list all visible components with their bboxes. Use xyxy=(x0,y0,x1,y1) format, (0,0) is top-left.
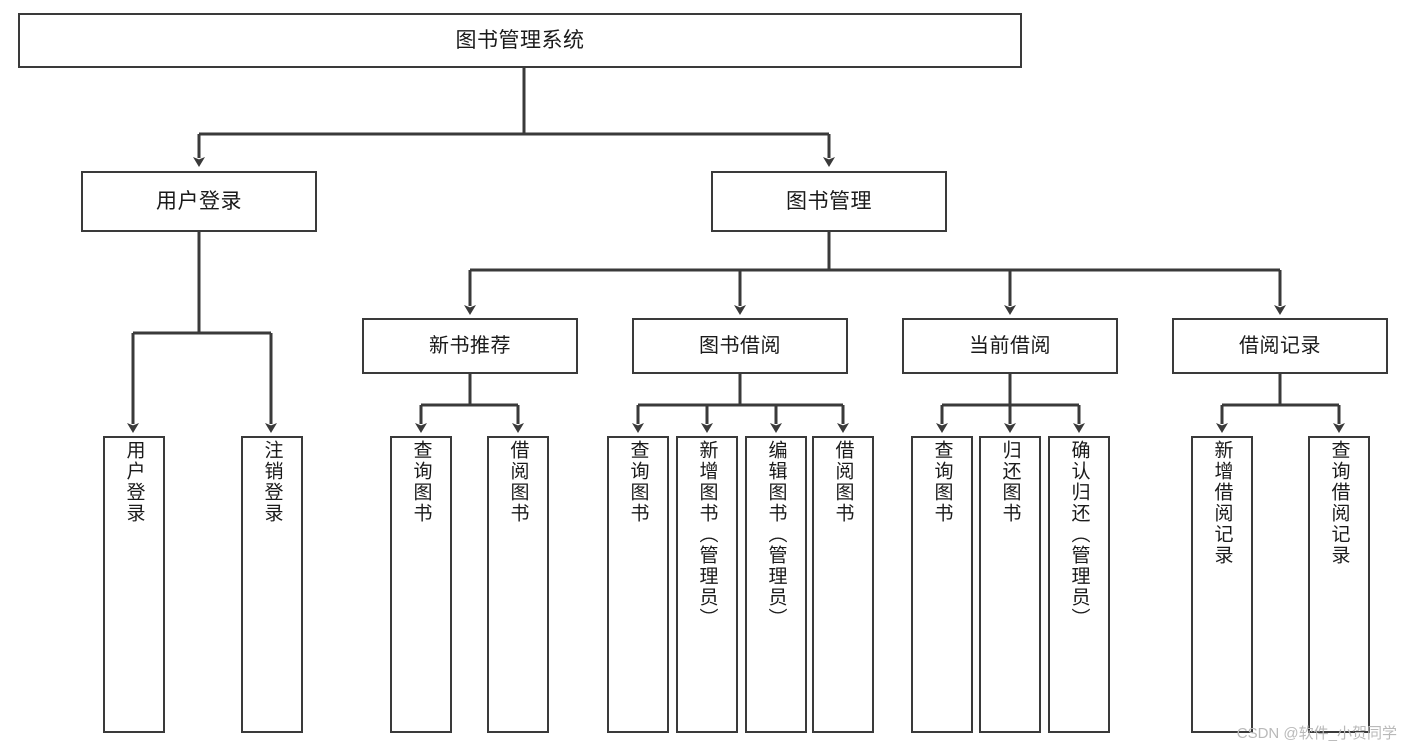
node-label: 图书管理系统 xyxy=(455,28,585,52)
node-label: 借阅图书 xyxy=(507,440,529,524)
node-label: 查询借阅记录 xyxy=(1328,440,1350,566)
node-label: 查询图书 xyxy=(410,440,432,524)
leaf-book-borrow-add-book-admin[interactable]: 新增图书（管理员） xyxy=(676,436,738,733)
node-root-book-management-system[interactable]: 图书管理系统 xyxy=(18,13,1022,68)
csdn-watermark: CSDN @软件_小贺同学 xyxy=(1236,725,1397,742)
leaf-borrow-record-add-record[interactable]: 新增借阅记录 xyxy=(1191,436,1253,733)
node-label: 图书管理 xyxy=(786,189,872,213)
leaf-new-book-query-book[interactable]: 查询图书 xyxy=(390,436,452,733)
node-label: 借阅记录 xyxy=(1239,334,1321,357)
node-label: 新增借阅记录 xyxy=(1211,440,1233,566)
node-label: 当前借阅 xyxy=(969,334,1051,357)
node-label: 新增图书（管理员） xyxy=(696,440,718,629)
leaf-current-borrow-return-book[interactable]: 归还图书 xyxy=(979,436,1041,733)
leaf-current-borrow-query-book[interactable]: 查询图书 xyxy=(911,436,973,733)
leaf-new-book-borrow-book[interactable]: 借阅图书 xyxy=(487,436,549,733)
node-new-book-recommend[interactable]: 新书推荐 xyxy=(362,318,578,374)
node-label: 查询图书 xyxy=(627,440,649,524)
node-label: 用户登录 xyxy=(123,440,145,524)
leaf-current-borrow-confirm-return-admin[interactable]: 确认归还（管理员） xyxy=(1048,436,1110,733)
node-label: 查询图书 xyxy=(931,440,953,524)
node-label: 编辑图书（管理员） xyxy=(765,440,787,629)
node-label: 注销登录 xyxy=(261,440,283,524)
leaf-book-borrow-query-book[interactable]: 查询图书 xyxy=(607,436,669,733)
node-label: 确认归还（管理员） xyxy=(1068,440,1090,629)
node-label: 用户登录 xyxy=(156,189,242,213)
node-label: 图书借阅 xyxy=(699,334,781,357)
leaf-borrow-record-query-record[interactable]: 查询借阅记录 xyxy=(1308,436,1370,733)
node-label: 新书推荐 xyxy=(429,334,511,357)
node-current-borrow[interactable]: 当前借阅 xyxy=(902,318,1118,374)
node-label: 借阅图书 xyxy=(832,440,854,524)
node-label: 归还图书 xyxy=(999,440,1021,524)
leaf-book-borrow-edit-book-admin[interactable]: 编辑图书（管理员） xyxy=(745,436,807,733)
node-book-borrow[interactable]: 图书借阅 xyxy=(632,318,848,374)
node-user-login[interactable]: 用户登录 xyxy=(81,171,317,232)
node-borrow-record[interactable]: 借阅记录 xyxy=(1172,318,1388,374)
node-book-management[interactable]: 图书管理 xyxy=(711,171,947,232)
leaf-user-login-logout[interactable]: 注销登录 xyxy=(241,436,303,733)
leaf-user-login-login[interactable]: 用户登录 xyxy=(103,436,165,733)
leaf-book-borrow-borrow-book[interactable]: 借阅图书 xyxy=(812,436,874,733)
